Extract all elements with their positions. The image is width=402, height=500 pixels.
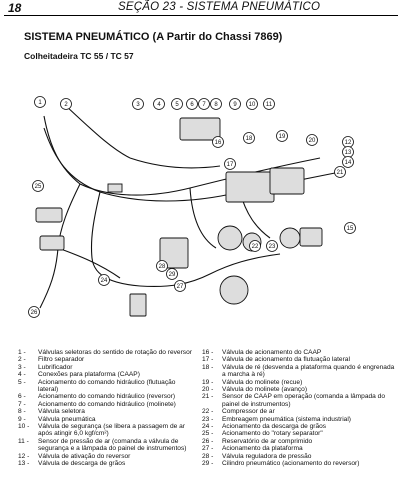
legend-item: 10 -Válvula de segurança (se libera a pa…	[18, 423, 185, 438]
callout-number: 25	[35, 184, 42, 190]
legend-item: 5 -Acionamento do comando hidráulico (fl…	[18, 378, 176, 394]
page-number: 18	[8, 1, 22, 15]
legend-item: 28 -Válvula reguladora de pressão	[202, 452, 312, 460]
callout-number: 8	[214, 102, 218, 108]
callout-number: 21	[337, 170, 344, 176]
legend-left-column: 1 -Válvulas seletoras do sentido de rota…	[18, 349, 196, 468]
legend-item: 4 -Conexões para plataforma (CAAP)	[18, 371, 140, 379]
callout-number: 22	[252, 244, 259, 250]
legend-item: 29 -Cilindro pneumático (acionamento do …	[202, 460, 360, 468]
callout-number: 11	[266, 102, 273, 108]
legend-item: 2 -Filtro separador	[18, 356, 85, 364]
callout-number: 13	[345, 150, 352, 156]
section-title: SEÇÃO 23 - SISTEMA PNEUMÁTICO	[118, 1, 321, 13]
callout-number: 3	[136, 102, 140, 108]
legend-item: 17 -Válvula de acionamento da flutuação …	[202, 356, 350, 364]
legend-item: 24 -Acionamento da descarga de grãos	[202, 423, 327, 431]
callout-number: 16	[215, 140, 222, 146]
legend-item: 19 -Válvula do molinete (recue)	[202, 378, 303, 386]
legend-right-column: 16 -Válvula de acionamento do CAAP 17 -V…	[202, 349, 398, 468]
callout-number: 24	[101, 278, 108, 284]
callout-number: 6	[190, 102, 194, 108]
legend-item: 27 -Acionamento da plataforma	[202, 445, 303, 453]
callout-number: 23	[269, 244, 276, 250]
callout-number: 27	[177, 284, 184, 290]
legend-item: 16 -Válvula de acionamento do CAAP	[202, 349, 322, 356]
components	[35, 117, 323, 317]
callout-number: 28	[159, 264, 166, 270]
callout-number: 19	[279, 134, 286, 140]
legend-item: 21 -Sensor de CAAP em operação (comanda …	[202, 393, 385, 408]
callout-number: 7	[202, 102, 206, 108]
callout-number: 17	[227, 162, 234, 168]
legend-item: 13 -Válvula de descarga de grãos	[18, 460, 126, 468]
legend-item: 1 -Válvulas seletoras do sentido de rota…	[18, 349, 192, 356]
legend-item: 25 -Acionamento do "rotary separator"	[202, 430, 323, 438]
page-header: 18 SEÇÃO 23 - SISTEMA PNEUMÁTICO	[0, 0, 402, 17]
callout-number: 18	[246, 136, 253, 142]
legend-item: 3 -Lubrificador	[18, 363, 73, 371]
legend-item: 20 -Válvula do molinete (avanço)	[202, 386, 308, 394]
legend-item: 12 -Válvula de ativação do reversor	[18, 452, 131, 460]
legend-item: 23 -Embreagem pneumática (sistema indust…	[202, 415, 351, 423]
callout-number: 2	[64, 102, 68, 108]
callout-number: 1	[38, 100, 42, 106]
callout-number: 10	[249, 102, 256, 108]
legend-item: 9 -Válvula pneumática	[18, 415, 96, 423]
legend-item: 26 -Reservatório de ar comprimido	[202, 437, 313, 445]
legend-item: 8 -Válvula seletora	[18, 408, 85, 416]
legend-item: 7 -Acionamento do comando hidráulico (mo…	[18, 400, 176, 408]
callout-number: 9	[233, 102, 237, 108]
legend-item: 11 -Sensor de pressão de ar (comanda a v…	[18, 437, 187, 453]
page-title: SISTEMA PNEUMÁTICO (A Partir do Chassi 7…	[24, 31, 283, 43]
callout-number: 5	[175, 102, 179, 108]
page-subtitle: Colheitadeira TC 55 / TC 57	[24, 51, 134, 61]
callout-number: 26	[31, 310, 38, 316]
legend-item: 6 -Acionamento do comando hidráulico (re…	[18, 393, 176, 401]
legend-item: 18 -Válvula de ré (desvenda a plataforma…	[202, 363, 395, 379]
header-rule	[4, 15, 398, 16]
callout-number: 15	[347, 226, 354, 232]
callout-number: 14	[345, 160, 352, 166]
callout-number: 29	[169, 272, 176, 278]
callout-number: 20	[309, 138, 316, 144]
callout-number: 4	[157, 102, 161, 108]
legend-item: 22 -Compressor de ar	[202, 408, 275, 416]
callout-number: 12	[345, 140, 352, 146]
callout-circles	[28, 96, 356, 318]
